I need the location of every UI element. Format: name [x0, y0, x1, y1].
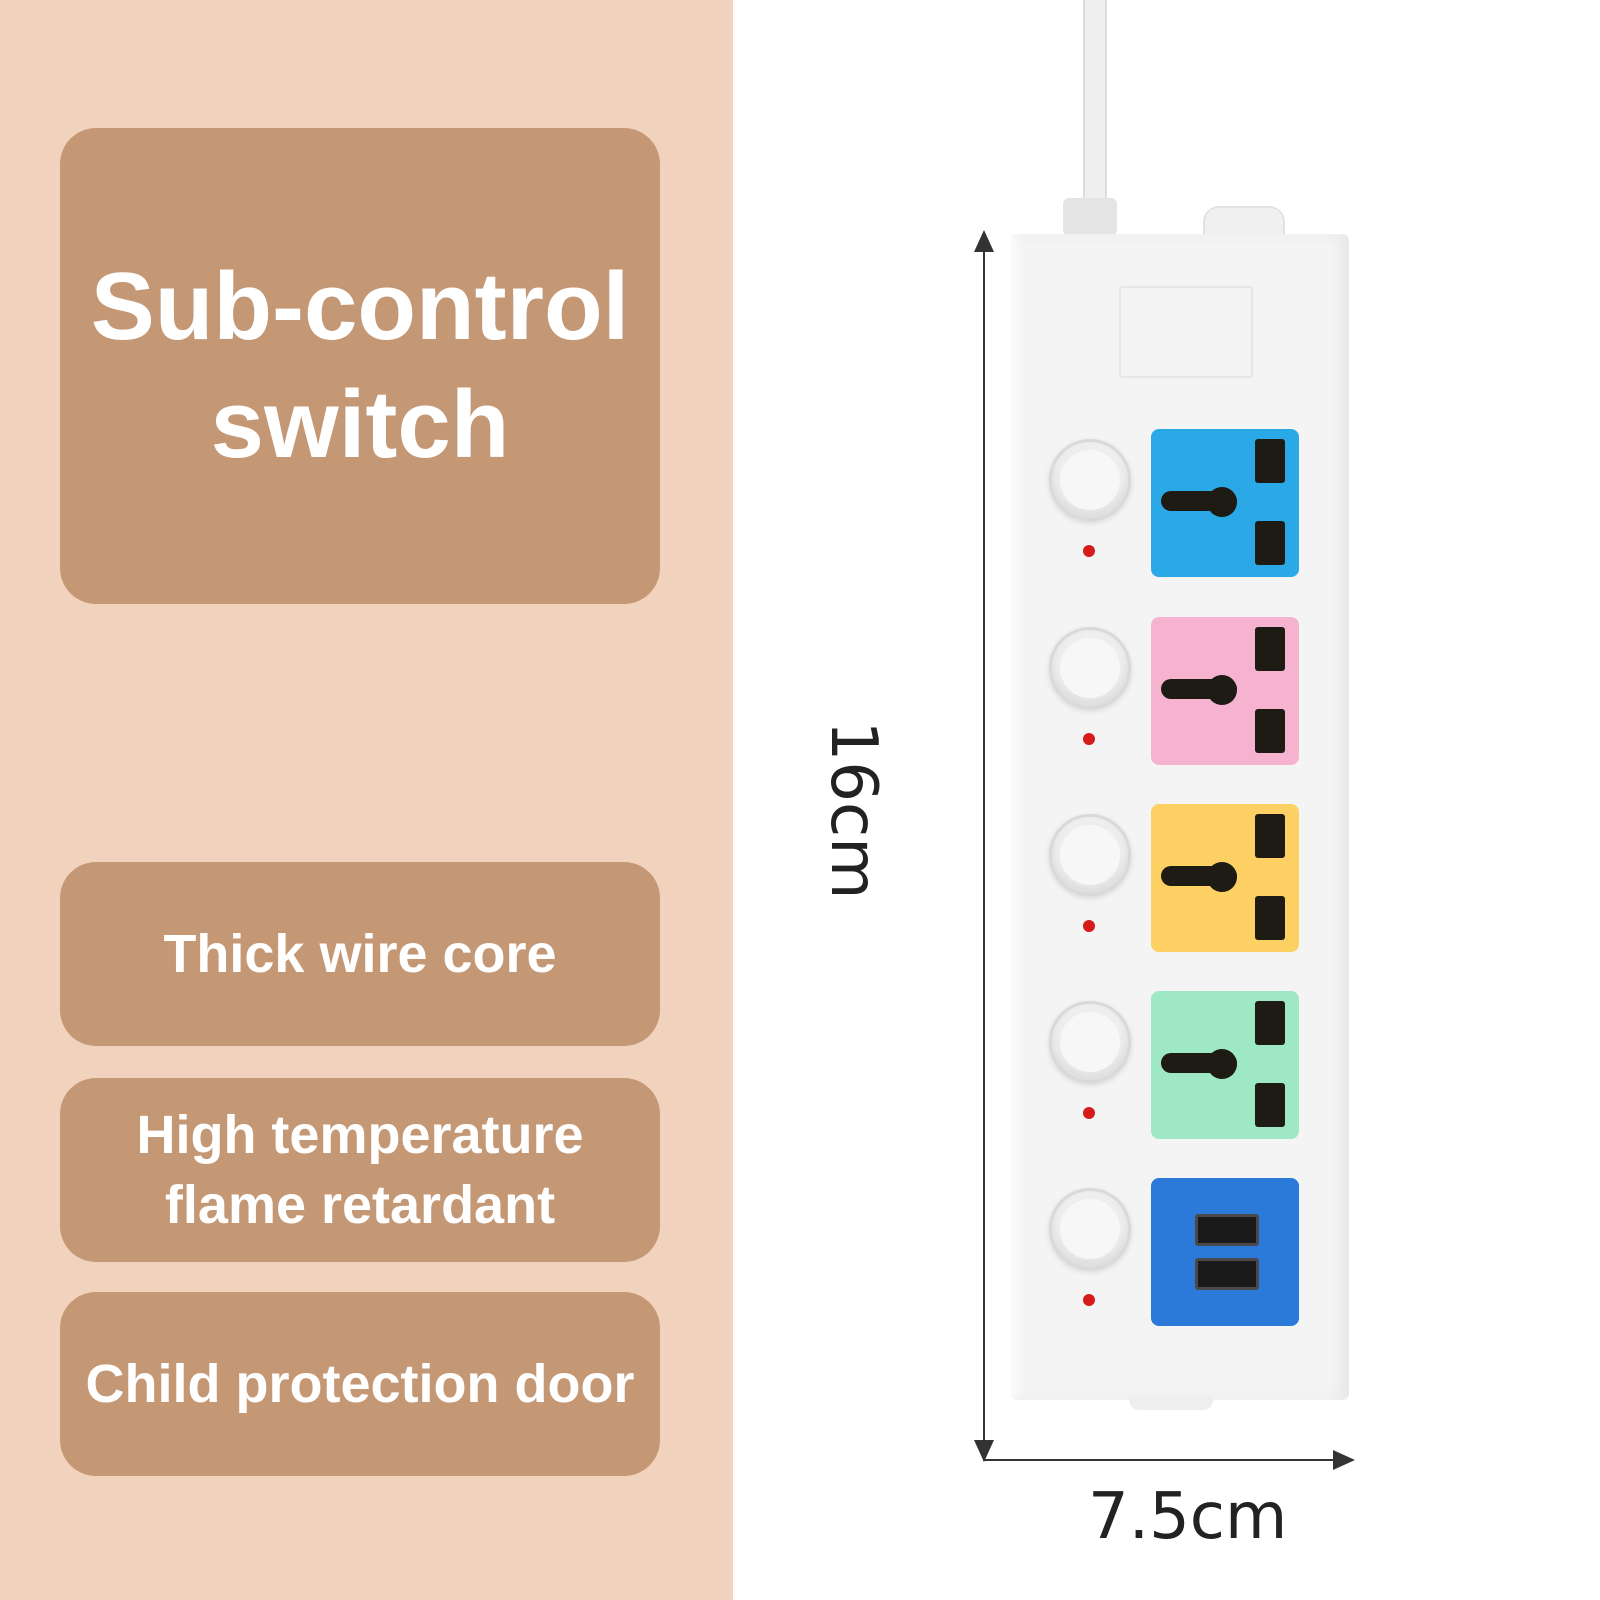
height-dimension-line: [983, 238, 985, 1460]
feature-panel: Sub-control switch Thick wire core High …: [0, 0, 733, 1600]
feature-text: Child protection door: [85, 1354, 635, 1414]
power-strip-image: 16cm 7.5cm: [733, 0, 1600, 1600]
socket-hole: [1255, 627, 1285, 671]
feature-box-child-door: Child protection door: [60, 1292, 660, 1476]
feature-box-wire: Thick wire core: [60, 862, 660, 1046]
cord-strain-relief: [1063, 198, 1117, 236]
usb-port[interactable]: [1195, 1258, 1259, 1290]
universal-socket-green: [1151, 991, 1299, 1139]
height-label: 16cm: [816, 720, 890, 900]
height-arrow-bottom-icon: [974, 1440, 994, 1462]
universal-socket-yellow: [1151, 804, 1299, 952]
power-cord: [1083, 0, 1107, 205]
width-arrow-right-icon: [1333, 1450, 1355, 1470]
power-strip-body: [1011, 234, 1349, 1400]
width-dimension-line: [983, 1459, 1349, 1461]
usb-row: [1011, 1178, 1349, 1328]
headline-box: Sub-control switch: [60, 128, 660, 604]
rocker-switch-button[interactable]: [1049, 814, 1131, 896]
indicator-light: [1083, 920, 1095, 932]
socket-hole: [1255, 1001, 1285, 1045]
outlet-row: [1011, 617, 1349, 767]
usb-module: [1151, 1178, 1299, 1326]
rating-label-plate: [1119, 286, 1253, 378]
socket-hole: [1207, 1049, 1237, 1079]
outlet-row: [1011, 429, 1349, 579]
socket-hole: [1207, 675, 1237, 705]
indicator-light: [1083, 545, 1095, 557]
feature-text: Thick wire core: [163, 924, 557, 984]
socket-hole: [1255, 709, 1285, 753]
socket-hole: [1207, 862, 1237, 892]
socket-hole: [1255, 521, 1285, 565]
socket-hole: [1255, 814, 1285, 858]
bottom-foot: [1129, 1396, 1213, 1410]
outlet-row: [1011, 804, 1349, 954]
rocker-switch-button[interactable]: [1049, 1001, 1131, 1083]
width-label: 7.5cm: [1088, 1480, 1288, 1554]
feature-text: High temperature flame retardant: [136, 1105, 584, 1235]
indicator-light: [1083, 1294, 1095, 1306]
indicator-light: [1083, 1107, 1095, 1119]
socket-hole: [1255, 439, 1285, 483]
usb-port[interactable]: [1195, 1214, 1259, 1246]
rocker-switch-button[interactable]: [1049, 439, 1131, 521]
headline-text: Sub-control switch: [90, 253, 630, 478]
universal-socket-pink: [1151, 617, 1299, 765]
feature-box-flame: High temperature flame retardant: [60, 1078, 660, 1262]
rocker-switch-button[interactable]: [1049, 627, 1131, 709]
socket-hole: [1207, 487, 1237, 517]
height-arrow-top-icon: [974, 230, 994, 252]
indicator-light: [1083, 733, 1095, 745]
rocker-switch-button[interactable]: [1049, 1188, 1131, 1270]
socket-hole: [1255, 1083, 1285, 1127]
universal-socket-blue: [1151, 429, 1299, 577]
outlet-row: [1011, 991, 1349, 1141]
socket-hole: [1255, 896, 1285, 940]
